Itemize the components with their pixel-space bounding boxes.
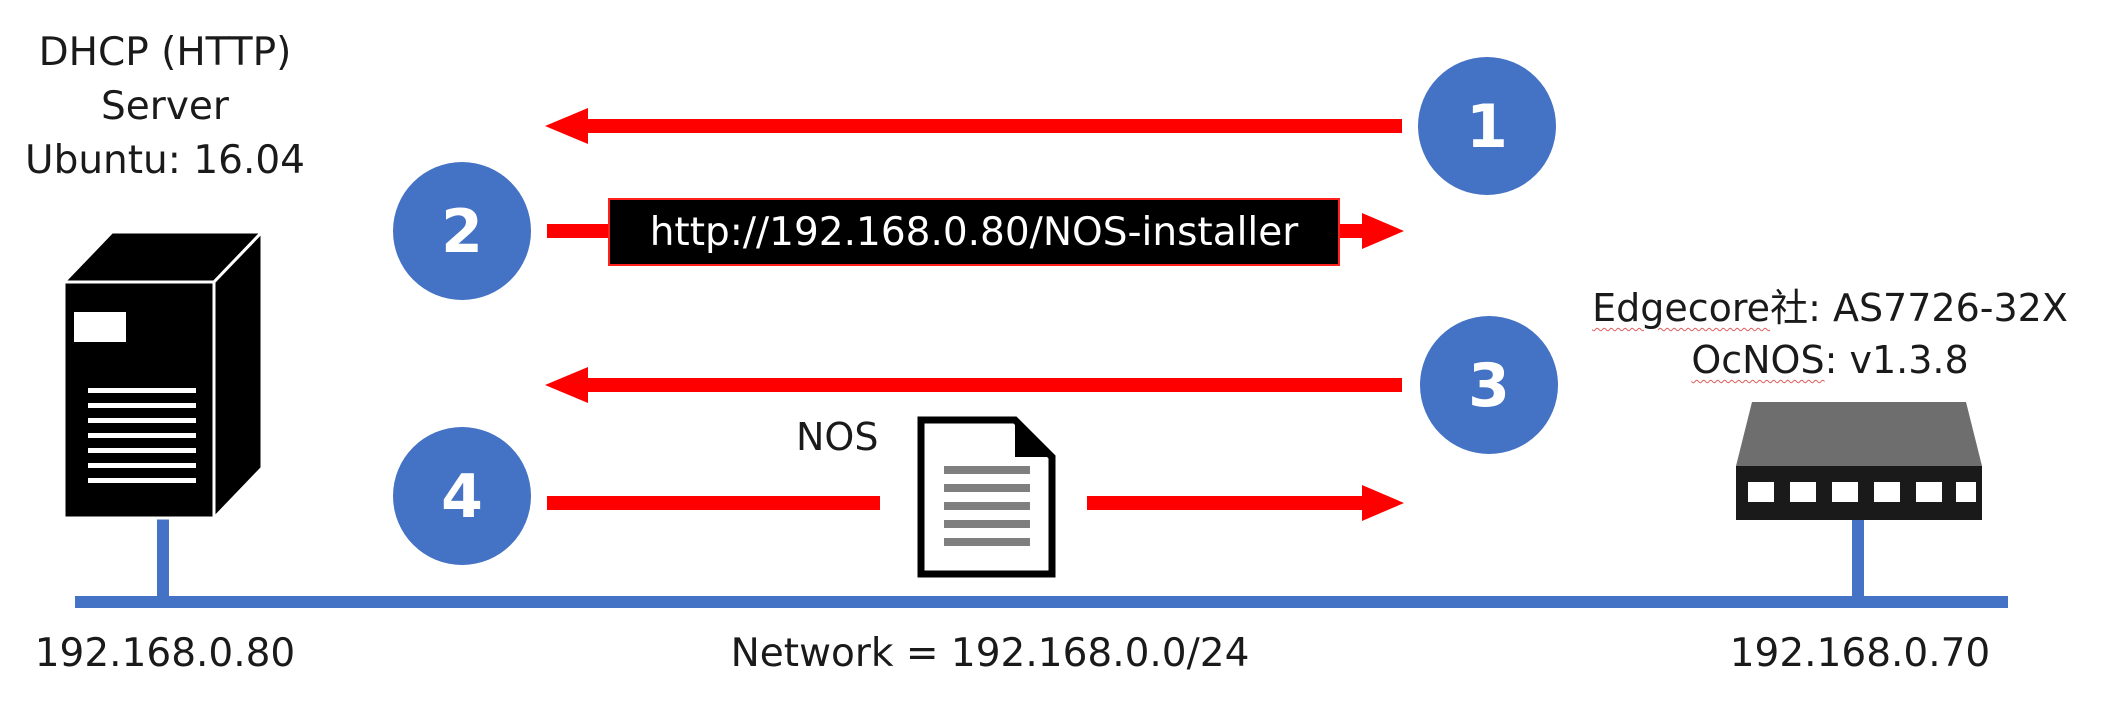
server-role-label: DHCP (HTTP) <box>38 30 292 75</box>
switch-ip-label: 192.168.0.70 <box>1729 631 1991 676</box>
switch-os-name: OcNOS <box>1691 338 1825 382</box>
network-label: Network = 192.168.0.0/24 <box>730 631 1250 676</box>
arrow-step-1 <box>545 108 1402 144</box>
nos-label: NOS <box>796 415 879 459</box>
step-1-number: 1 <box>1466 92 1508 162</box>
step-2-number: 2 <box>441 197 483 267</box>
server-os-label: Ubuntu: 16.04 <box>25 138 305 183</box>
server-ip-label: 192.168.0.80 <box>34 631 296 676</box>
step-3-number: 3 <box>1468 351 1510 421</box>
step-1-badge: 1 <box>1418 57 1556 195</box>
server-label-block: DHCP (HTTP) Server Ubuntu: 16.04 <box>0 26 330 188</box>
network-switch-icon <box>1736 402 1982 520</box>
step-4-badge: 4 <box>393 427 531 565</box>
installer-url-text: http://192.168.0.80/NOS-installer <box>649 209 1299 255</box>
step-4-number: 4 <box>441 462 483 532</box>
arrow-step-4 <box>547 485 1404 521</box>
step-2-badge: 2 <box>393 162 531 300</box>
switch-label-block: Edgecore社: AS7726-32X OcNOS: v1.3.8 <box>1555 282 2105 386</box>
switch-model-name: 社: AS7726-32X <box>1770 286 2068 330</box>
switch-model-label: Edgecore社: AS7726-32X <box>1555 282 2105 334</box>
switch-os-version: : v1.3.8 <box>1824 338 1969 382</box>
switch-vendor-name: Edgecore <box>1592 286 1771 330</box>
switch-os-label: OcNOS: v1.3.8 <box>1555 334 2105 386</box>
installer-url-box: http://192.168.0.80/NOS-installer <box>608 198 1340 266</box>
server-type-label: Server <box>101 84 229 129</box>
document-icon <box>917 416 1056 578</box>
step-3-badge: 3 <box>1420 316 1558 454</box>
arrow-step-3 <box>545 367 1402 403</box>
server-tower-icon <box>60 228 266 522</box>
